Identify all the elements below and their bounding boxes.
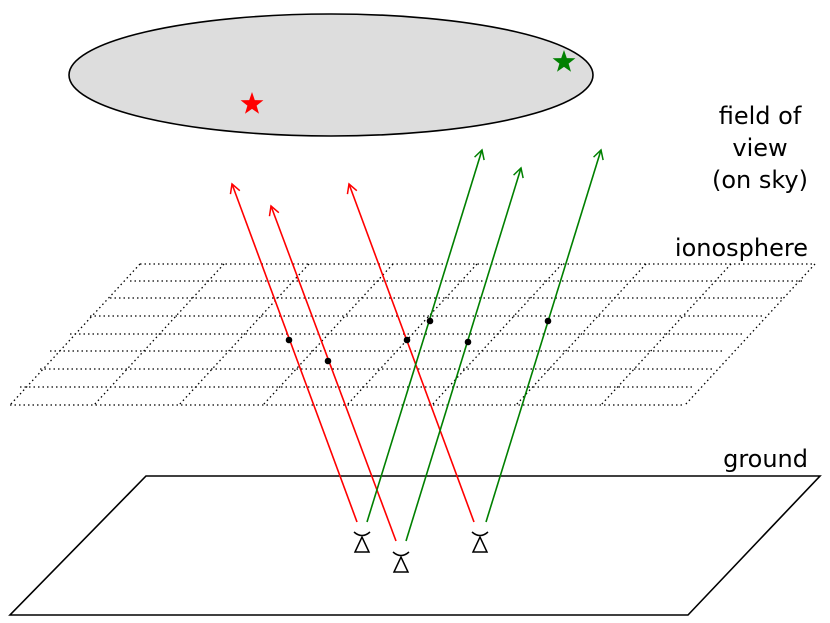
green-ray <box>405 166 524 542</box>
red-source-star-icon <box>240 92 264 114</box>
field-of-view-ellipse <box>68 13 594 137</box>
red-ray <box>346 182 475 523</box>
pierce-points <box>285 317 552 365</box>
pierce-point-dot-icon <box>324 357 332 365</box>
ionosphere-label: ionosphere <box>675 234 808 262</box>
ground-label: ground <box>723 445 808 473</box>
ionosphere-grid <box>9 263 816 406</box>
pierce-point-dot-icon <box>544 317 552 325</box>
pierce-point-dot-icon <box>464 338 472 346</box>
fov-label-line-2: view <box>732 134 787 162</box>
antennas <box>353 531 489 573</box>
red-ray <box>229 182 358 523</box>
green-ray <box>485 148 604 523</box>
fov-label-line-3: (on sky) <box>712 166 808 194</box>
fov-label-line-1: field of <box>719 102 802 130</box>
green-rays <box>366 148 604 542</box>
antenna-icon <box>471 531 489 553</box>
green-source-star-icon <box>552 50 576 72</box>
pierce-point-dot-icon <box>285 336 293 344</box>
green-ray <box>366 148 485 523</box>
red-rays <box>229 182 475 542</box>
red-ray <box>268 204 397 542</box>
antenna-icon <box>392 551 410 573</box>
ground-plane <box>8 475 822 616</box>
pierce-point-dot-icon <box>403 336 411 344</box>
pierce-point-dot-icon <box>426 317 434 325</box>
antenna-icon <box>353 531 371 553</box>
